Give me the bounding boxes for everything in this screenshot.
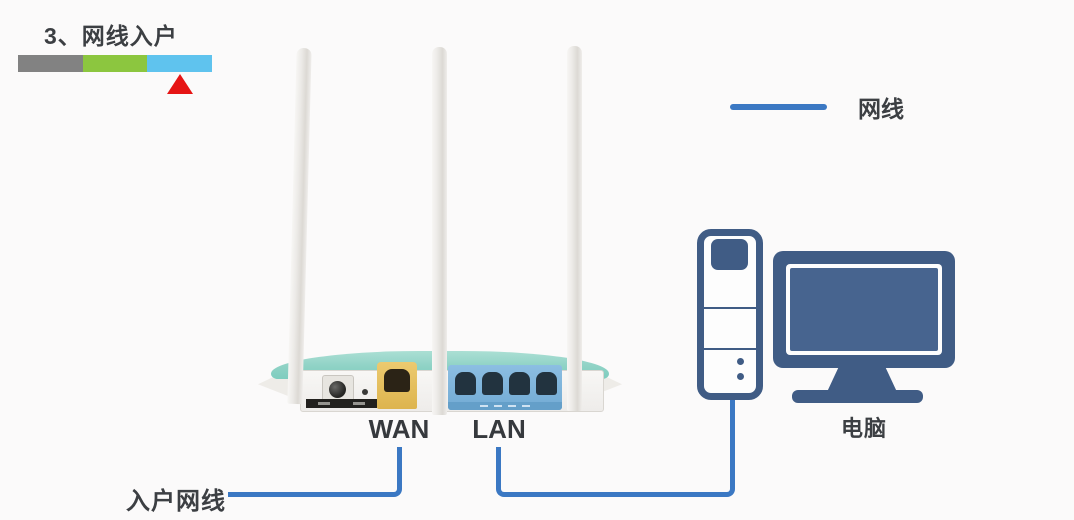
antenna-middle	[432, 47, 447, 415]
progress-segment-past	[18, 55, 83, 72]
lan-jack-2	[482, 372, 503, 395]
cable-legend-line	[730, 104, 827, 110]
lan-jack-3	[509, 372, 530, 395]
antenna-right	[567, 46, 582, 411]
progress-bar	[18, 55, 213, 72]
progress-segment-current	[147, 55, 213, 72]
pc-monitor	[773, 251, 955, 368]
monitor-stand-base	[792, 390, 923, 403]
reset-button	[362, 389, 368, 395]
lan-cable-line-right	[616, 397, 735, 497]
progress-segment-middle	[82, 55, 148, 72]
pc-tower	[697, 229, 763, 400]
pc-tower-button-1	[737, 358, 744, 365]
incoming-cable-label: 入户网线	[126, 488, 226, 515]
lan-jack-1	[455, 372, 476, 395]
pc-tower-divider-1	[704, 307, 756, 309]
wan-port	[377, 362, 417, 409]
step-title: 3、网线入户	[44, 23, 178, 49]
lan-cable-line-left	[496, 447, 616, 497]
pc-tower-divider-2	[704, 348, 756, 350]
wan-jack-opening	[384, 369, 410, 392]
power-port-pin	[329, 381, 346, 398]
lan-jack-4	[536, 372, 557, 395]
cable-legend: 网线	[730, 90, 904, 124]
incoming-cable-line	[228, 447, 402, 497]
current-step-triangle-marker	[167, 74, 193, 94]
pc-monitor-bezel	[786, 264, 942, 355]
lan-label: LAN	[472, 414, 526, 444]
port-label-strip	[306, 399, 377, 408]
cable-legend-label: 网线	[858, 96, 904, 122]
antenna-left	[287, 47, 312, 405]
pc-tower-button-2	[737, 373, 744, 380]
pc-monitor-screen	[790, 268, 938, 351]
monitor-stand-neck	[827, 368, 897, 392]
router-back-panel	[300, 362, 604, 412]
lan-port-panel	[448, 365, 562, 410]
wan-label: WAN	[368, 414, 430, 444]
lan-label-strip	[448, 402, 562, 410]
pc-label: 电脑	[840, 416, 887, 441]
pc-tower-drive-bay	[711, 239, 748, 270]
